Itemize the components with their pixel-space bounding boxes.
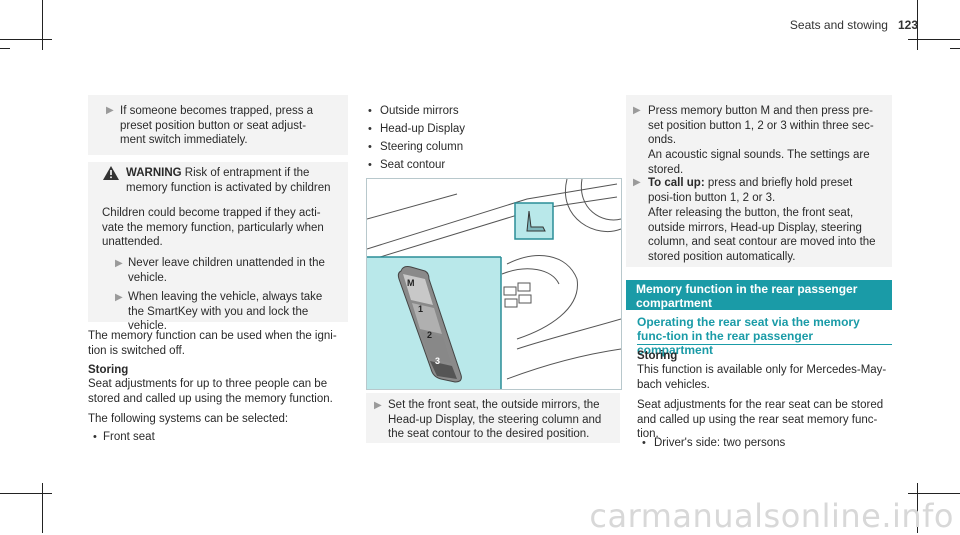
preset-button-3: 3 [435, 356, 441, 366]
storing-heading: Storing [637, 350, 678, 362]
system-item: Seat contour [380, 159, 446, 171]
section-title: Seats and stowing [789, 18, 888, 32]
storing-heading: Storing [88, 364, 129, 376]
warning-heading: WARNING Risk of entrapment if the memory… [126, 166, 341, 195]
systems-intro: The following systems can be selected: [88, 413, 289, 425]
preset-button-1: 1 [418, 304, 424, 314]
trapped-step: If someone becomes trapped, press a pres… [120, 105, 314, 146]
crop-mark [0, 493, 52, 494]
subheading-rule [637, 344, 892, 345]
section-banner: Memory function in the rear passenger co… [626, 280, 892, 310]
page-number: 123 [897, 18, 918, 32]
warning-head-text: Risk of entrapment if the memory functio… [126, 167, 331, 194]
arrow-icon: ▶ [374, 400, 382, 411]
driver-side-item: Driver's side: two persons [654, 437, 786, 449]
info-box [88, 95, 348, 155]
call-up-result: After releasing the button, the front se… [648, 207, 876, 263]
door-panel-drawing [366, 178, 622, 389]
door-panel-illustration [366, 178, 622, 390]
crop-mark [950, 48, 960, 49]
system-item: Head-up Display [380, 123, 466, 135]
crop-mark [917, 483, 918, 533]
set-step: Set the front seat, the outside mirrors,… [388, 399, 602, 440]
crop-mark [917, 0, 918, 50]
warning-label: WARNING [126, 167, 182, 179]
warning-box [88, 162, 348, 322]
rear-seat-text: Seat adjustments for the rear seat can b… [637, 399, 884, 440]
intro-text: The memory function can be used when the… [88, 330, 337, 357]
availability-text: This function is available only for Merc… [637, 364, 887, 391]
bullet-icon: • [93, 431, 97, 443]
system-item: Front seat [103, 431, 155, 443]
storing-text: Seat adjustments for up to three people … [88, 378, 333, 405]
warning-body: Children could become trapped if they ac… [102, 207, 324, 248]
instruction-box [626, 95, 892, 267]
crop-mark [908, 39, 960, 40]
system-item: Steering column [380, 141, 464, 153]
call-up-label: To call up: [648, 177, 705, 189]
crop-mark [42, 0, 43, 50]
page-header: Seats and stowing 123 [790, 18, 918, 32]
preset-button-2: 2 [427, 330, 433, 340]
warning-step-2: When leaving the vehicle, always take th… [128, 291, 323, 332]
bullet-icon: • [368, 105, 372, 117]
warning-icon [103, 166, 119, 180]
arrow-icon: ▶ [633, 105, 641, 116]
arrow-icon: ▶ [115, 292, 123, 303]
watermark: carmanualsonline.info [589, 497, 954, 535]
system-item: Outside mirrors [380, 105, 459, 117]
bullet-icon: • [368, 123, 372, 135]
crop-mark [908, 493, 960, 494]
crop-mark [42, 483, 43, 533]
instruction-box [366, 393, 620, 443]
crop-mark [0, 39, 52, 40]
call-up-text: press and briefly hold preset posi-tion … [648, 177, 853, 204]
call-up-step: To call up: press and briefly hold prese… [648, 176, 880, 205]
memory-button: M [407, 278, 415, 288]
arrow-icon: ▶ [106, 105, 114, 116]
bullet-icon: • [368, 159, 372, 171]
subheading: Operating the rear seat via the memory f… [637, 315, 860, 357]
save-result: An acoustic signal sounds. The settings … [648, 149, 870, 176]
arrow-icon: ▶ [633, 177, 641, 188]
bullet-icon: • [642, 437, 646, 449]
warning-step-1: Never leave children unattended in the v… [128, 257, 325, 284]
crop-mark [0, 48, 10, 49]
bullet-icon: • [368, 141, 372, 153]
save-step: Press memory button M and then press pre… [648, 105, 874, 146]
arrow-icon: ▶ [115, 258, 123, 269]
